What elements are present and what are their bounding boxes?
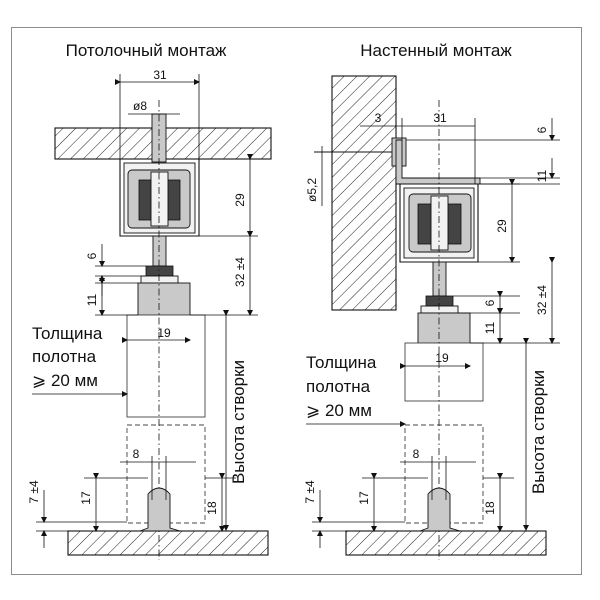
panel-thickness-label-line3: ⩾ 20 мм <box>32 371 98 390</box>
drawing-frame <box>11 27 582 575</box>
dim-label-bolt: ø8 <box>133 99 147 113</box>
dim-label-wall-guide: 8 <box>413 447 420 461</box>
dim-label-floor: 18 <box>205 501 219 515</box>
ceiling-collar <box>137 282 191 316</box>
wall-door-height-label: Высота створки <box>529 370 548 494</box>
floor-slab-right <box>345 530 547 556</box>
wall-nut <box>425 295 454 307</box>
dim-label-bottom-gap: 7 ±4 <box>27 480 41 504</box>
floor-slab-left <box>67 530 269 556</box>
dim-label-wall-adjust: 32 ±4 <box>535 285 549 315</box>
wall-stem <box>432 261 447 297</box>
dim-label-wall-nut: 6 <box>483 299 497 306</box>
dim-label-collar: 11 <box>85 293 99 306</box>
ceiling-washer <box>140 275 179 284</box>
dim-label-guide-height: 17 <box>79 491 93 505</box>
dim-label-wall-width: 31 <box>433 111 447 125</box>
dim-label-wall-floor: 18 <box>483 501 497 515</box>
door-height-label: Высота створки <box>229 360 248 484</box>
wall-slab <box>331 75 397 311</box>
ceiling-stem <box>152 235 167 267</box>
dim-label-wall-roller-height: 29 <box>495 219 509 233</box>
wall-floor-guide <box>419 487 461 532</box>
dim-label-wall-bracket: 11 <box>535 169 549 182</box>
title-ceiling-mount: Потолочный монтаж <box>66 41 227 60</box>
wall-panel-thickness-label-line3: ⩾ 20 мм <box>306 401 372 420</box>
panel-thickness-label-line2: полотна <box>32 347 97 366</box>
ceiling-roller-axle <box>150 171 169 227</box>
ceiling-door-panel-top <box>126 314 206 418</box>
dim-label-wall-bottom-gap: 7 ±4 <box>303 480 317 504</box>
dim-label-wall-offset: 3 <box>375 111 382 125</box>
ceiling-mount-diagram: 31 ø8 29 32 ±4 6 11 19 Толщина полотна ⩾… <box>27 68 272 560</box>
wall-washer <box>420 305 459 314</box>
wall-roller-axle <box>430 195 449 251</box>
wall-mount-diagram: 3 31 6 11 ø5,2 29 6 11 32 ±4 19 Толщин <box>303 75 560 560</box>
title-wall-mount: Настенный монтаж <box>360 41 512 60</box>
dim-label-panel: 19 <box>157 326 171 340</box>
dim-label-wall-guide-height: 17 <box>357 491 371 505</box>
wall-roller-left <box>417 203 433 245</box>
dim-label-wall-panel: 19 <box>435 351 449 365</box>
dim-label-wall-collar: 11 <box>483 321 497 334</box>
dim-label-guide: 8 <box>133 447 140 461</box>
ceiling-floor-guide <box>139 487 181 532</box>
dim-label-nut: 6 <box>85 252 99 259</box>
wall-l-bracket <box>395 139 481 185</box>
wall-roller-right <box>446 203 462 245</box>
dim-label-wall-top: 6 <box>535 126 549 133</box>
panel-thickness-label-line1: Толщина <box>32 324 103 343</box>
dim-label-adjust: 32 ±4 <box>233 257 247 287</box>
dim-label-wall-hole: ø5,2 <box>305 178 319 202</box>
dim-label-width: 31 <box>153 68 167 82</box>
wall-collar <box>417 312 471 344</box>
wall-door-panel-top <box>404 342 484 402</box>
ceiling-nut <box>145 265 174 277</box>
dim-label-roller-height: 29 <box>233 193 247 207</box>
wall-panel-thickness-label-line1: Толщина <box>306 353 377 372</box>
wall-panel-thickness-label-line2: полотна <box>306 377 371 396</box>
